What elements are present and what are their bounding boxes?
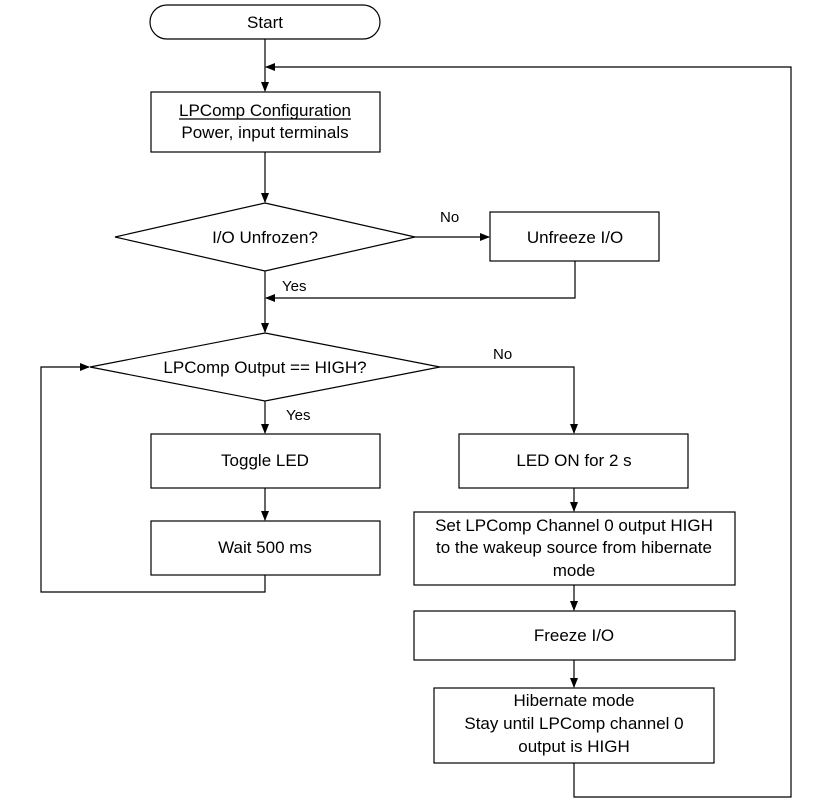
arrow-output-no-to-led-on — [440, 366, 578, 434]
set-wakeup-line1: Set LPComp Channel 0 output HIGH — [435, 516, 713, 535]
toggle-led-label: Toggle LED — [221, 451, 309, 470]
io-unfrozen-label: I/O Unfrozen? — [212, 228, 318, 247]
set-wakeup-line3: mode — [553, 561, 596, 580]
led-on-box: LED ON for 2 s — [458, 433, 689, 489]
start-terminator: Start — [149, 4, 381, 40]
output-high-label: LPComp Output == HIGH? — [163, 358, 366, 377]
led-on-label: LED ON for 2 s — [516, 451, 631, 470]
config-title: LPComp Configuration — [179, 101, 351, 120]
set-wakeup-line2: to the wakeup source from hibernate — [436, 538, 712, 557]
freeze-label: Freeze I/O — [534, 626, 614, 645]
output-no-label: No — [493, 346, 512, 363]
hibernate-line3: output is HIGH — [518, 737, 630, 756]
output-yes-label: Yes — [286, 407, 310, 424]
set-wakeup-box: Set LPComp Channel 0 output HIGH to the … — [413, 511, 736, 586]
arrow-unfreeze-return — [265, 261, 576, 302]
unfreeze-box: Unfreeze I/O — [489, 211, 660, 262]
unfreeze-label: Unfreeze I/O — [527, 228, 623, 247]
hibernate-line2: Stay until LPComp channel 0 — [464, 714, 683, 733]
io-unfrozen-decision: I/O Unfrozen? — [114, 202, 416, 272]
io-yes-label: Yes — [282, 278, 306, 295]
wait-label: Wait 500 ms — [218, 538, 312, 557]
hibernate-line1: Hibernate mode — [514, 691, 635, 710]
connectors — [40, 39, 792, 798]
io-no-label: No — [440, 209, 459, 226]
config-subtitle: Power, input terminals — [181, 123, 348, 142]
toggle-led-box: Toggle LED — [150, 433, 381, 489]
start-label: Start — [247, 13, 283, 32]
hibernate-box: Hibernate mode Stay until LPComp channel… — [433, 687, 715, 764]
output-high-decision: LPComp Output == HIGH? — [89, 332, 441, 402]
arrow-hibernate-loop-back — [265, 63, 792, 798]
arrow-wait-loop-back — [40, 363, 266, 593]
wait-box: Wait 500 ms — [150, 520, 381, 576]
freeze-box: Freeze I/O — [413, 610, 736, 661]
config-box: LPComp Configuration Power, input termin… — [150, 91, 381, 153]
